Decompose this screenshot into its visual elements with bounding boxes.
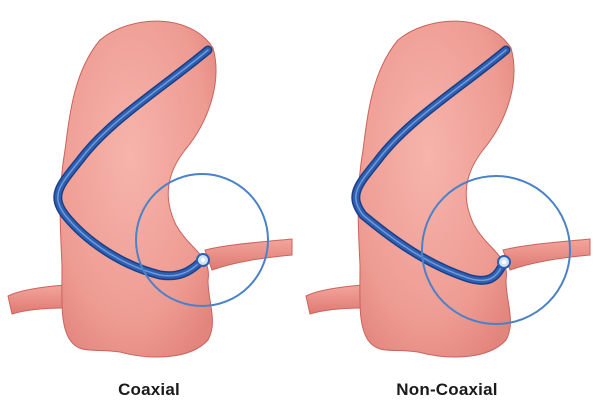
coaxial-diagram [0, 0, 298, 370]
catheter-tip-core [502, 260, 506, 264]
vessel-left [8, 285, 65, 314]
panel-non-coaxial: Non-Coaxial [298, 0, 596, 405]
vessel-right [205, 239, 292, 270]
caption-non-coaxial: Non-Coaxial [298, 380, 596, 400]
catheter-tip-core [201, 258, 205, 262]
organ [60, 21, 216, 357]
organ [358, 21, 514, 357]
panel-coaxial: Coaxial [0, 0, 298, 405]
non-coaxial-diagram [298, 0, 596, 370]
vessel-right [503, 239, 590, 270]
vessel-left [306, 285, 363, 314]
caption-coaxial: Coaxial [0, 380, 298, 400]
